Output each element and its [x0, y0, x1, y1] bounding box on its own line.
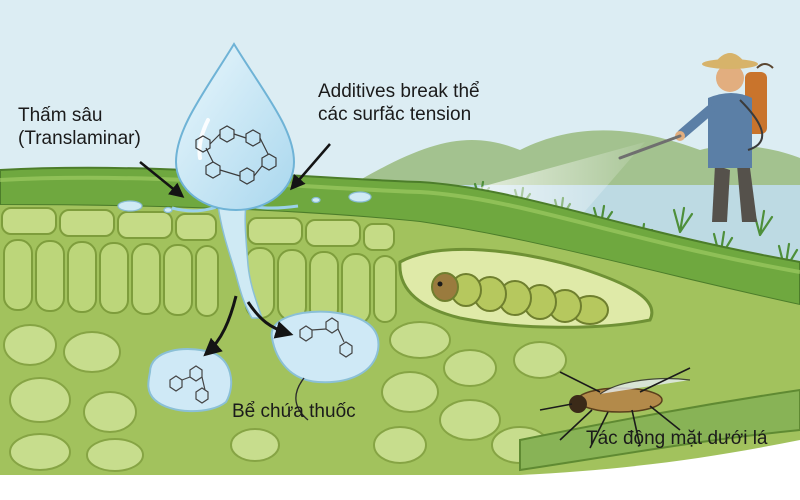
epidermis-cells: [1, 207, 395, 251]
label-translaminar: Thấm sâu (Translaminar): [18, 104, 141, 150]
label-underside: Tác động mặt dưới lá: [586, 428, 768, 449]
arrow-icon: [246, 301, 294, 339]
caterpillar-icon: [431, 272, 609, 325]
reservoir-right: [270, 310, 380, 384]
reservoir-left: [147, 348, 233, 413]
label-additives: Additives break thể các surfăc tension: [318, 80, 480, 126]
molecule-icon: [169, 365, 209, 404]
farmer-icon: [618, 53, 774, 222]
water-droplet-icon: [174, 42, 296, 212]
arrow-icon: [203, 295, 238, 357]
leaf-lower-surface: [519, 388, 800, 472]
arrow-icon: [139, 161, 185, 198]
spongy-cells: [3, 321, 567, 472]
label-translaminar-line2: (Translaminar): [18, 128, 141, 149]
molecule-icon: [299, 317, 353, 358]
mosquito-icon: [539, 367, 691, 449]
leader-line: [295, 377, 309, 421]
liquid-channel: [217, 204, 264, 319]
spray-mist: [470, 142, 645, 240]
label-additives-line1: Additives break thể: [318, 81, 480, 102]
surface-droplets: [117, 191, 372, 214]
label-additives-line2: các surfăc tension: [318, 104, 472, 125]
rice-plant-icon: [672, 206, 694, 234]
arrow-icon: [290, 143, 331, 191]
label-translaminar-line1: Thấm sâu: [18, 105, 103, 126]
molecule-icon: [195, 125, 277, 185]
palisade-cells: [3, 239, 397, 325]
label-reservoir: Bể chứa thuốc: [232, 401, 356, 422]
